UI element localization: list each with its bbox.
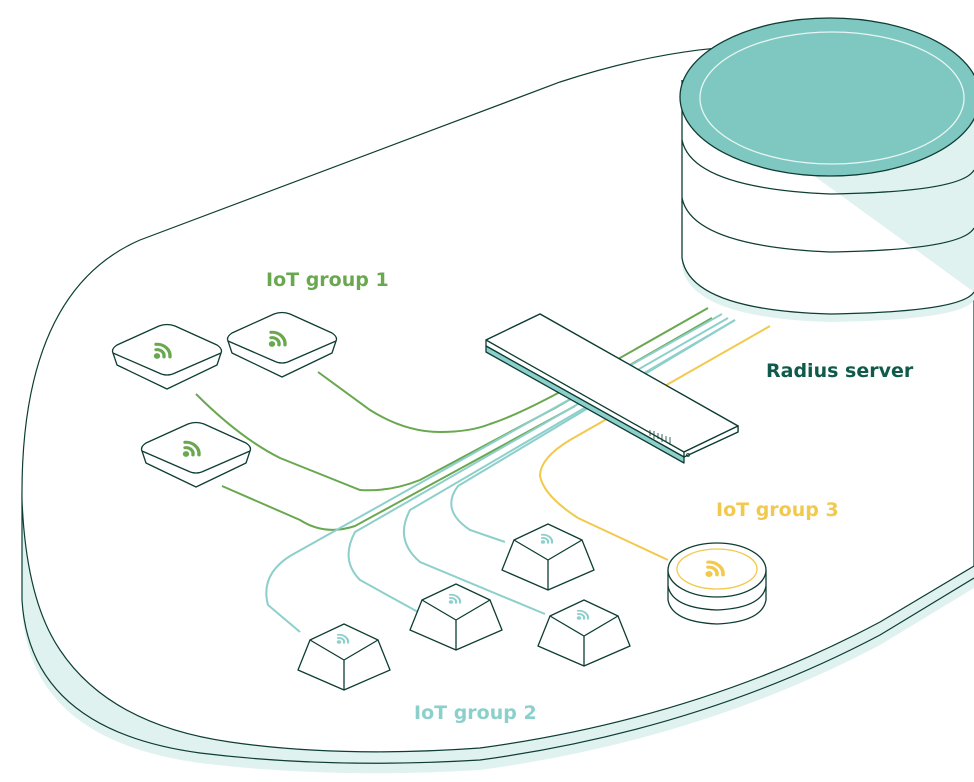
radius-server-label: Radius server — [766, 360, 914, 382]
iot-group3-device — [667, 542, 767, 625]
green-cables — [195, 307, 713, 531]
network-switch — [485, 313, 739, 464]
iot-group1-label: IoT group 1 — [266, 269, 389, 291]
yellow-cable — [538, 325, 771, 561]
iot-group3-label: IoT group 3 — [716, 499, 839, 521]
teal-cables — [265, 313, 736, 633]
iot-group2-label: IoT group 2 — [414, 702, 537, 724]
radius-server-icon — [679, 17, 974, 322]
